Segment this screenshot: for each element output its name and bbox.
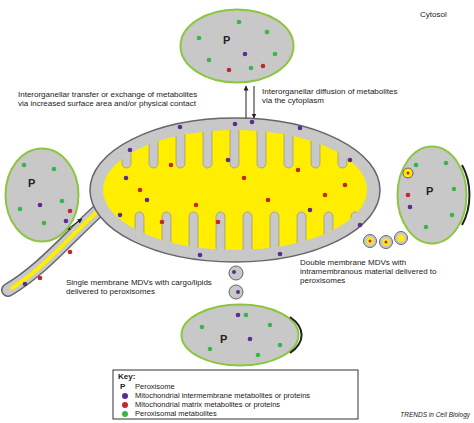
legend-swatch [122,393,128,399]
legend-row: Peroxisomal metabolites [120,409,354,418]
legend-text: Peroxisomal metabolites [135,409,217,418]
legend-row: Mitochondrial matrix metabolites or prot… [120,400,354,409]
legend-row: Mitochondrial intermembrane metabolites … [120,391,354,400]
annotation-text: Single membrane MDVs with cargo/lipids d… [66,278,222,296]
diffusion-arrow [254,86,255,118]
peroxisome: P [180,303,300,367]
organelle-letter: P [426,185,433,197]
peroxisome: P [4,147,80,243]
peroxisome-outline [4,147,80,243]
organelle-letter: P [220,333,227,345]
legend-heading: Key: [118,372,158,381]
single-membrane-mdv [229,285,243,299]
legend-text: Mitochondrial matrix metabolites or prot… [135,400,280,409]
legend-row: Peroxisome [120,382,354,391]
legend-swatch [122,411,128,417]
annotation-text: Double membrane MDVs with intramembranou… [300,258,440,285]
diffusion-arrow [246,86,247,118]
annotation-text: TRENDS in Cell Biology [372,410,470,419]
organelle-letter: P [223,34,230,46]
single-membrane-mdv [229,266,243,280]
legend-symbol: P [120,382,132,391]
key-box [113,370,358,419]
peroxisome: P [396,145,468,245]
peroxisome-outline [180,303,300,367]
cristae [122,110,360,272]
annotation-text: Interorganellar diffusion of metabolites… [262,87,404,105]
organelle-letter: P [28,177,35,189]
peroxisome: P [179,8,295,84]
peroxisome-outline [179,8,295,84]
legend-swatch [122,402,128,408]
double-membrane-mdv [395,232,408,245]
annotation-text: Cytosol [420,10,470,19]
double-membrane-mdv [364,235,377,248]
double-membrane-mdv [380,236,393,249]
annotation-text: Interorganellar transfer or exchange of … [18,90,200,108]
legend-text: Mitochondrial intermembrane metabolites … [135,391,310,400]
legend-text: Peroxisome [135,382,175,391]
